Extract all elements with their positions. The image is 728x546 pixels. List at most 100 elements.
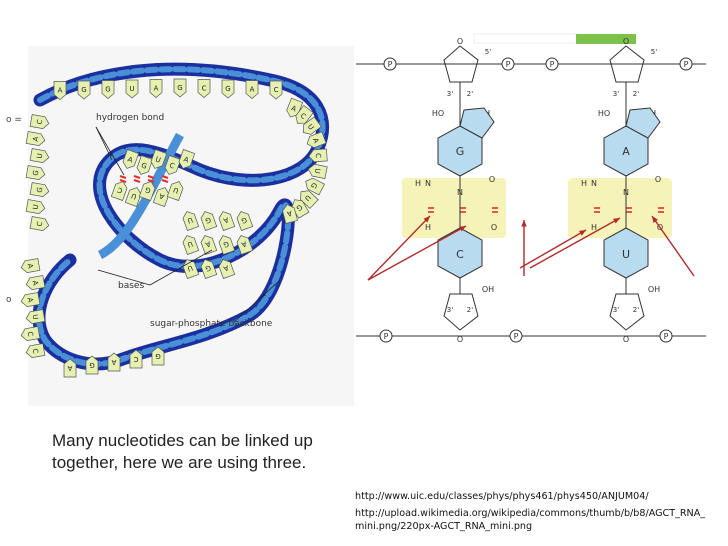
phosphate-4	[379, 329, 393, 343]
backbone-label: sugar-phosphate backbone	[150, 319, 273, 329]
top-base-7-shape	[221, 79, 235, 99]
left-base-2: U	[29, 148, 50, 163]
hbond-b-0	[119, 178, 127, 184]
loop-base-9: A	[282, 204, 298, 224]
bottom-sugar-oh-0: OH	[482, 285, 494, 294]
lower-left-base-3-letter: U	[31, 314, 40, 320]
hbond-b-1	[133, 178, 141, 184]
arrow-6-head	[652, 216, 658, 223]
lower-left-base-1-shape	[25, 275, 46, 290]
inner-base-1-letter: G	[204, 215, 212, 224]
bottom-sugar-0	[443, 293, 479, 331]
inner-base-0-shape	[182, 211, 200, 231]
helix-upper-base-2: U	[150, 149, 168, 169]
top-sugar-5p-1: 5'	[651, 48, 657, 56]
inner-base-4-shape	[182, 235, 200, 255]
phosphate-label-1: P	[506, 60, 511, 69]
inner-base-0-letter: U	[186, 215, 194, 224]
phosphate-0	[383, 57, 397, 71]
lower-left-base-0: A	[20, 258, 41, 273]
lower-left-base-4-letter: C	[26, 331, 35, 337]
inner-base-2-shape	[218, 211, 236, 231]
top-base-8-shape	[245, 80, 259, 99]
top-n-1: N	[591, 179, 597, 188]
loop-base-5-shape	[307, 163, 328, 179]
loop-base-8-shape	[291, 199, 310, 219]
helix-lower-base-3-letter: A	[158, 191, 165, 200]
inner-base-2: A	[218, 211, 236, 231]
loop-base-7-letter: U	[303, 193, 312, 202]
top-base-6: C	[197, 79, 211, 98]
arrow-5	[529, 217, 621, 269]
loop-base-4-shape	[308, 148, 328, 163]
left-base-1-shape	[25, 131, 46, 146]
inner-base-7: A	[236, 235, 254, 255]
inner-base-8-letter: U	[186, 263, 194, 272]
bottom-h-0: H	[425, 223, 431, 232]
top-base-3: U	[125, 79, 139, 99]
top-base-9-letter: C	[274, 86, 279, 94]
loop-base-9-letter: A	[286, 209, 293, 218]
helix-strand	[97, 132, 184, 260]
helix-upper-base-3-letter: C	[168, 161, 175, 170]
bottom-h-1: H	[591, 223, 597, 232]
phosphate-5	[509, 329, 523, 343]
stray-o-mark-bottom: o	[6, 295, 12, 305]
left-base-5-letter: U	[32, 204, 41, 210]
inner-base-9-shape	[200, 259, 218, 279]
bottom-base-4-letter: G	[155, 352, 160, 360]
loop-base-3: A	[306, 131, 327, 149]
loop-base-3-shape	[306, 131, 327, 149]
lower-left-base-5-letter: C	[31, 348, 40, 354]
lower-left-base-0-shape	[20, 258, 41, 273]
inner-base-10-shape	[218, 259, 236, 279]
phosphate-label-0: P	[388, 60, 393, 69]
top-base-3-letter: U	[129, 85, 134, 93]
lower-left-base-3-shape	[25, 309, 46, 324]
inner-base-1-shape	[200, 211, 218, 231]
top-sugar-0	[443, 45, 479, 83]
top-base-4-letter: A	[154, 85, 159, 93]
top-base-2-shape	[101, 80, 115, 99]
left-base-0: C	[29, 114, 50, 129]
helix-upper-base-0: A	[122, 149, 140, 169]
top-sugar-2p-0: 2'	[467, 90, 473, 98]
bottom-base-2-letter: A	[111, 358, 116, 366]
loop-base-1-shape	[295, 104, 314, 124]
top-sugar-o-0: O	[457, 37, 463, 46]
loop-base-0-letter: A	[290, 104, 298, 113]
top-carbonyl-o-1: O	[655, 175, 661, 184]
source-url-2[interactable]: http://upload.wikimedia.org/wikipedia/co…	[355, 508, 706, 532]
inner-base-6: G	[218, 235, 236, 255]
top-base-1: G	[77, 80, 91, 100]
left-base-6-shape	[29, 216, 50, 231]
loop-base-6: G	[305, 177, 325, 196]
bottom-base-2: A	[107, 352, 121, 372]
top-h-0: H	[415, 179, 421, 188]
phosphate-3	[679, 57, 693, 71]
top-carbonyl-o-0: O	[489, 175, 495, 184]
phosphate-6	[659, 329, 673, 343]
helix-lower-base-4-shape	[166, 181, 184, 201]
top-base-5: G	[173, 78, 187, 98]
inner-base-0: U	[182, 211, 200, 231]
bottom-base-1-shape	[85, 355, 99, 375]
helix-lower-base-0-letter: C	[116, 185, 123, 194]
bottom-base-3-shape	[129, 349, 143, 369]
arrow-1-head	[423, 216, 430, 223]
source-url-1[interactable]: http://www.uic.edu/classes/phys/phys461/…	[355, 491, 649, 502]
top-base-2-letter: G	[105, 86, 110, 94]
bottom-base-0-shape	[63, 358, 77, 378]
arrow-2	[367, 225, 467, 281]
inner-base-3: G	[236, 211, 254, 231]
bottom-carbonyl-o-0: O	[491, 223, 497, 232]
loop-base-4: C	[308, 148, 328, 163]
helix-lower-base-4-letter: U	[172, 185, 180, 194]
bottom-base-2-shape	[107, 352, 121, 372]
inner-base-6-shape	[218, 235, 236, 255]
top-base-8: A	[245, 80, 259, 99]
bottom-base-letter-1: U	[622, 248, 630, 261]
helix-upper-base-1: G	[136, 155, 154, 175]
left-base-0-letter: C	[36, 119, 45, 125]
top-base-1-shape	[77, 80, 91, 100]
